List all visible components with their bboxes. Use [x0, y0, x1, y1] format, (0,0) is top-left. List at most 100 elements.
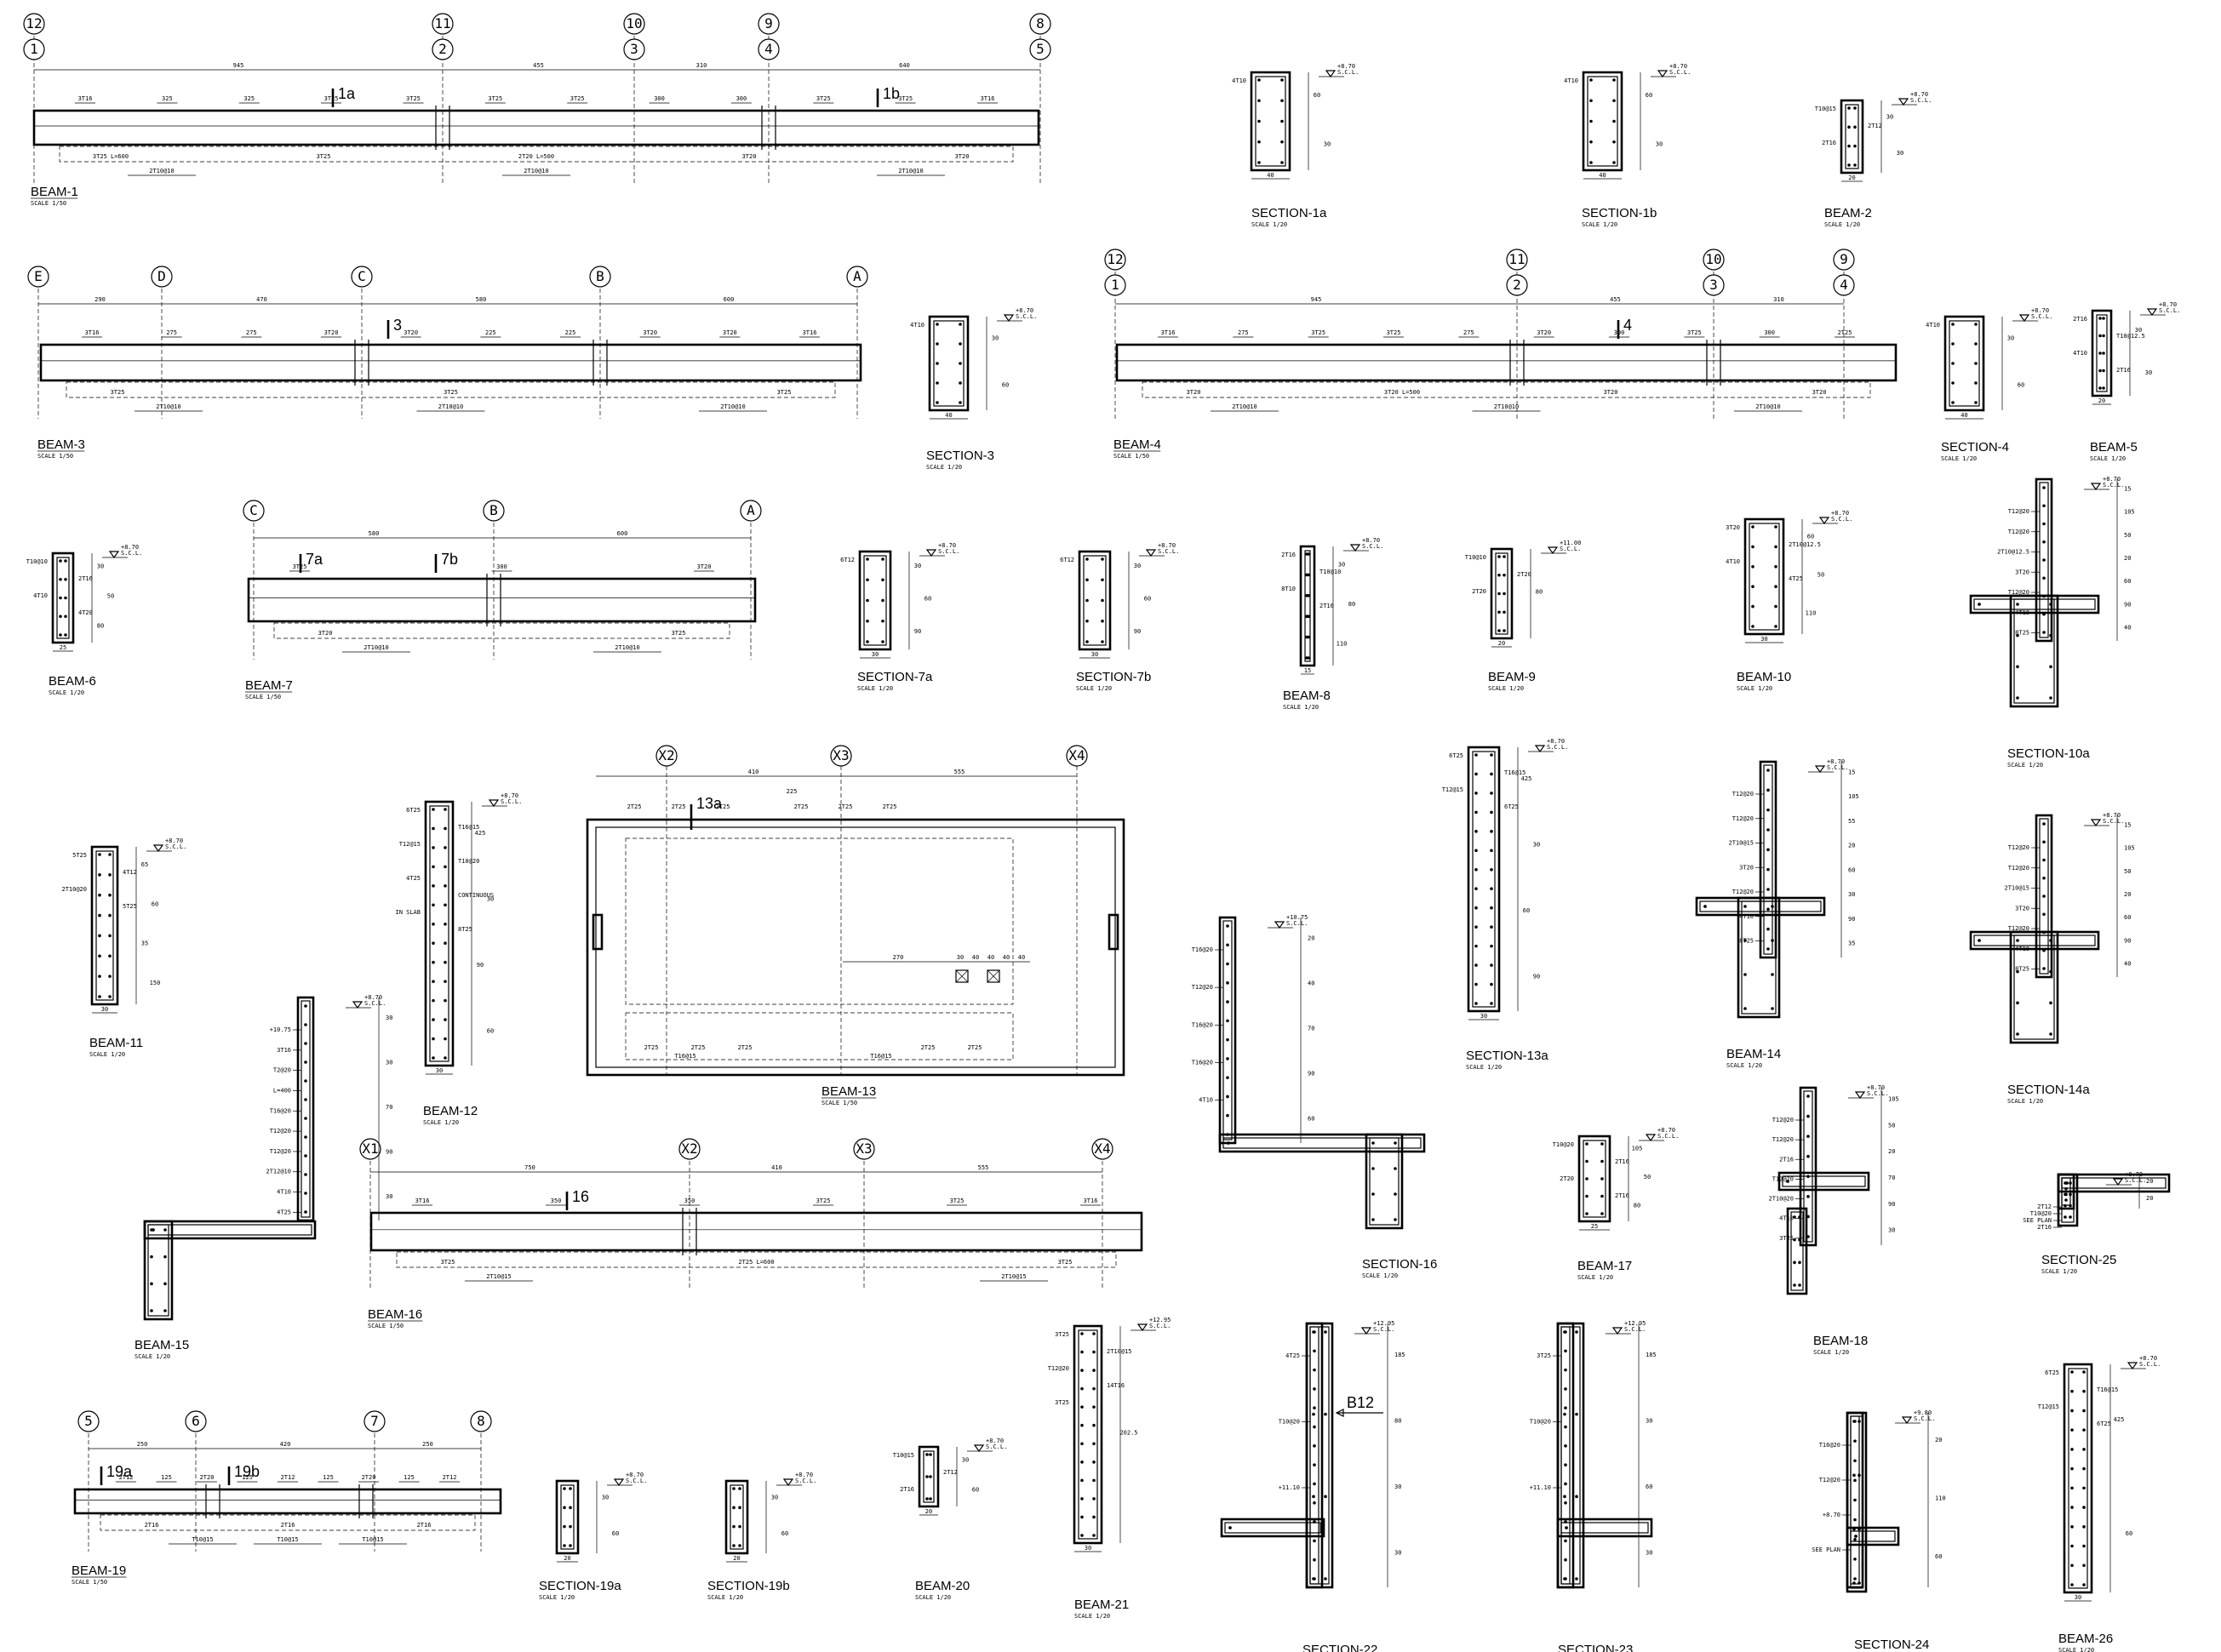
- rebar-dot: [1564, 1368, 1567, 1372]
- rebar-dot: [1978, 939, 1981, 942]
- span-value: 410: [748, 769, 759, 775]
- bar-label: 4T10: [1739, 913, 1754, 920]
- grid-circle: [1104, 274, 1126, 296]
- bar-label: 3T25: [1055, 1399, 1069, 1406]
- rebar-dot: [1774, 545, 1777, 549]
- rebar-dot: [1751, 565, 1754, 569]
- section-title: SECTION-10a: [2007, 746, 2090, 761]
- bar-label: T10@15: [1815, 106, 1836, 112]
- bottom-bar-label: 3T25: [777, 389, 792, 396]
- rebar-dot: [1474, 887, 1478, 891]
- rebar-dot: [2042, 522, 2046, 526]
- rebar-dot: [1474, 849, 1478, 853]
- grid-circle: [1833, 249, 1855, 271]
- sec13a: 30425306090+8.70S.C.L.6T25T16@15T12@156T…: [1442, 738, 1569, 1071]
- rebar-dot: [2042, 631, 2046, 634]
- stirrup-outline: [56, 557, 70, 639]
- grid-label: 2: [1513, 277, 1521, 293]
- rebar-dot: [2042, 876, 2046, 880]
- bar-label: 2T20: [1517, 571, 1531, 578]
- rebar-dot: [2098, 317, 2102, 320]
- rebar-dot: [2082, 1389, 2086, 1393]
- bar-label: 4T10: [1779, 1215, 1794, 1222]
- rebar-dot: [2102, 317, 2105, 320]
- bar-label: T16@15: [2097, 1386, 2118, 1393]
- section-scale: SCALE 1/20: [1466, 1064, 1502, 1071]
- dimension-value: 20: [1848, 843, 1855, 849]
- rebar-dot: [1564, 1349, 1567, 1353]
- section-outline: [1943, 315, 1985, 412]
- bar-label: 2T16: [2037, 1224, 2052, 1231]
- stirrup-outline: [1078, 1329, 1098, 1540]
- height-value: 65: [141, 861, 148, 868]
- grid-circle: [185, 1410, 207, 1432]
- bar-label: 4T10: [910, 322, 924, 329]
- level-triangle: [1854, 1091, 1866, 1100]
- bar-label: 2T16: [1615, 1192, 1629, 1199]
- dimension-value: 20: [2124, 555, 2131, 562]
- rebar-dot: [2064, 1198, 2068, 1202]
- level-scl: S.C.L.: [121, 550, 142, 557]
- rebar-dot: [2082, 1486, 2086, 1490]
- level-marker: +8.70S.C.L.: [607, 1472, 647, 1487]
- stirrup-outline: [933, 320, 965, 407]
- downstand-outline: [1737, 896, 1781, 1019]
- bar-label: 4T10: [277, 1189, 291, 1196]
- rebar-dot: [1565, 1526, 1568, 1529]
- rebar-dot: [959, 401, 962, 404]
- width-value: 30: [1085, 1545, 1091, 1552]
- dimension-value: 30: [1848, 891, 1855, 898]
- section-title: SECTION-13a: [1466, 1049, 1548, 1063]
- level-marker: +8.70S.C.L.: [1812, 510, 1852, 525]
- stirrup-label: 2T10@10: [156, 403, 181, 410]
- height-value: 60: [1314, 92, 1320, 99]
- rebar-dot: [1589, 119, 1593, 123]
- rebar-dot: [1394, 1218, 1397, 1221]
- section-outline: [2091, 309, 2113, 397]
- section-title: SECTION-24: [1854, 1638, 1929, 1652]
- level-scl: S.C.L.: [1373, 1326, 1394, 1333]
- rebar-dot: [1324, 1495, 1327, 1499]
- rebar-dot: [1305, 552, 1308, 556]
- level-triangle: [1145, 549, 1157, 557]
- rebar-dot: [1951, 381, 1955, 385]
- level-scl: S.C.L.: [1669, 69, 1691, 76]
- rebar-dot: [163, 1255, 167, 1259]
- bar-label: +10.75: [270, 1026, 291, 1033]
- section-outline: [1078, 550, 1112, 651]
- bar-label: 8T25: [1739, 938, 1754, 945]
- level-marker: +8.70S.C.L.: [146, 837, 186, 853]
- rebar-dot: [1853, 144, 1857, 148]
- level-value: +8.70: [1910, 91, 1928, 98]
- level-triangle: [1534, 745, 1546, 753]
- rebar-dot: [108, 893, 112, 897]
- drawing-title: BEAM-13: [821, 1084, 876, 1099]
- rebar-dot: [1490, 830, 1493, 833]
- rebar-dot: [1951, 362, 1955, 365]
- rebar-dot: [1474, 1002, 1478, 1005]
- grid-bubble: X3: [853, 1138, 875, 1160]
- rebar-dot: [1600, 1194, 1604, 1198]
- rebar-dot: [444, 960, 447, 964]
- height-value: 30: [1897, 150, 1903, 157]
- wall-outline: [296, 996, 315, 1222]
- level-marker: +8.70S.C.L.: [2012, 307, 2052, 323]
- rebar-dot: [1280, 119, 1284, 123]
- height-value: 30: [962, 1457, 969, 1464]
- level-marker: +8.70S.C.L.: [2140, 301, 2180, 317]
- grid-label: 10: [1705, 251, 1721, 267]
- downstand-stirrup: [1369, 1137, 1400, 1226]
- grid-bubble: 1: [23, 38, 45, 60]
- bar-label: T12@20: [1192, 984, 1213, 991]
- rebar-dot: [98, 853, 101, 856]
- rebar-dot: [569, 1524, 572, 1529]
- rebar-dot: [1474, 982, 1478, 986]
- beam15: 3030709030+8.70S.C.L.+10.753T16T2@20L=40…: [135, 994, 392, 1360]
- rebar-dot: [2082, 1409, 2086, 1413]
- grid-label: 6: [192, 1413, 200, 1429]
- width-value: 20: [925, 1508, 932, 1515]
- height-value: 30: [1886, 113, 1893, 120]
- rebar-dot: [1085, 598, 1089, 603]
